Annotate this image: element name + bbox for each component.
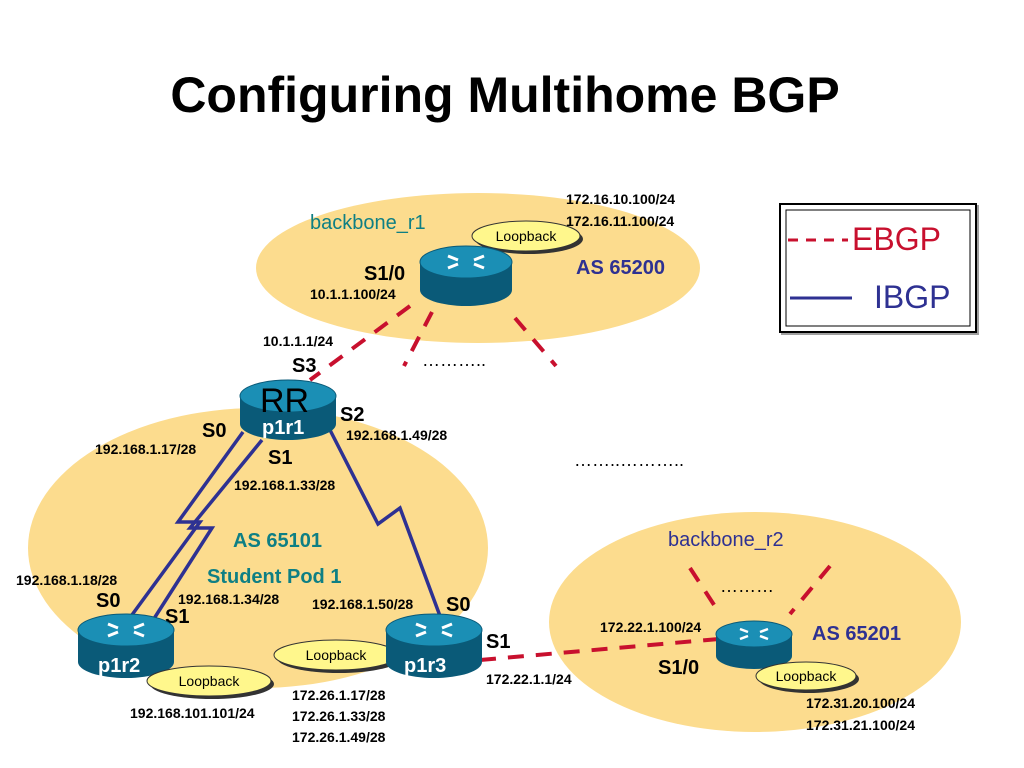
ibgp-link-p1r1-p1r2-b [146,438,264,629]
p1r1-s3-ip: 10.1.1.1/24 [263,333,333,349]
ibgp-link-p1r1-p1r3 [328,429,442,617]
backbone-r1-loopback-ip-2: 172.16.11.100/24 [566,213,674,229]
p1r1-s1: S1 [268,447,292,469]
dots-right: ……… [720,576,774,596]
ebgp-link-p1r3-backbone-r2 [479,636,731,662]
backbone-r2-loopback-label: Loopback [776,668,838,684]
p1r3-loopback: Loopback [273,639,401,673]
ibgp-link-p1r1-p1r2-a [116,430,245,636]
ebgp-link-backbone-r1-b [513,316,558,368]
p1r3-s0: S0 [446,594,470,616]
p1r3-s1: S1 [486,631,510,653]
p1r2-loopback: Loopback [146,665,274,699]
p1r1-s2-ip: 192.168.1.49/28 [346,427,447,443]
p1r1-router-icon [239,379,337,440]
backbone-r2-loopback: Loopback [755,661,859,693]
p1r1-s2: S2 [340,404,364,426]
ebgp-link-backbone-r1-a [402,311,434,367]
backbone-r1-iface-ip: 10.1.1.100/24 [310,286,396,302]
p1r2-loopback-ip: 192.168.101.101/24 [130,705,255,721]
p1r2-s0-ip: 192.168.1.18/28 [16,572,117,588]
ebgp-link-p1r1-backbone-r1 [308,304,412,382]
p1r3-s1-ip: 172.22.1.1/24 [486,671,572,687]
pod-name: Student Pod 1 [207,566,341,588]
page-title: Configuring Multihome BGP [170,67,839,123]
backbone-r2-iface: S1/0 [658,657,699,679]
backbone-r1-as: AS 65200 [576,257,665,279]
backbone-r1-iface: S1/0 [364,263,405,285]
backbone-r1-loopback: Loopback [471,220,583,254]
p1r2-name: p1r2 [98,655,140,677]
legend-ebgp-label: EBGP [852,221,941,257]
ebgp-link-backbone-r2-b [788,564,832,616]
p1r1-s3: S3 [292,355,316,377]
backbone-r2-as: AS 65201 [812,623,901,645]
p1r3-loopback-ip-1: 172.26.1.17/28 [292,687,386,703]
p1r3-s0-ip: 192.168.1.50/28 [312,596,413,612]
p1r2-s1: S1 [165,606,189,628]
pod-as: AS 65101 [233,530,322,552]
backbone-r2-router-icon [715,620,793,669]
backbone-r2-iface-ip: 172.22.1.100/24 [600,619,701,635]
p1r1-role: RR [260,382,309,420]
backbone-r1-loopback-ip-1: 172.16.10.100/24 [566,191,675,207]
p1r3-loopback-ip-2: 172.26.1.33/28 [292,708,386,724]
p1r2-s0: S0 [96,590,120,612]
p1r1-s1-ip: 192.168.1.33/28 [234,477,335,493]
backbone-r1-name: backbone_r1 [310,212,426,234]
p1r3-name: p1r3 [404,655,446,677]
p1r2-router-icon [77,613,175,678]
p1r3-router-icon [385,613,483,678]
ebgp-link-backbone-r2-a [688,566,722,616]
backbone-r2-loopback-ip-2: 172.31.21.100/24 [806,717,915,733]
p1r2-s1-ip: 192.168.1.34/28 [178,591,279,607]
backbone-r1-router-icon [419,245,513,306]
legend: EBGP IBGP [779,203,977,333]
legend-ibgp-label: IBGP [874,279,950,315]
p1r1-name: p1r1 [262,417,304,439]
p1r3-loopback-label: Loopback [306,647,368,663]
backbone-r1-loopback-label: Loopback [496,228,558,244]
p1r2-loopback-label: Loopback [179,673,241,689]
p1r1-s0-ip: 192.168.1.17/28 [95,441,196,457]
p1r1-s0: S0 [202,420,226,442]
dots-top: ……….. [422,350,486,370]
dots-middle: ……..……….. [574,450,684,470]
p1r3-loopback-ip-3: 172.26.1.49/28 [292,729,386,745]
backbone-r2-name: backbone_r2 [668,529,784,551]
backbone-r2-loopback-ip-1: 172.31.20.100/24 [806,695,915,711]
